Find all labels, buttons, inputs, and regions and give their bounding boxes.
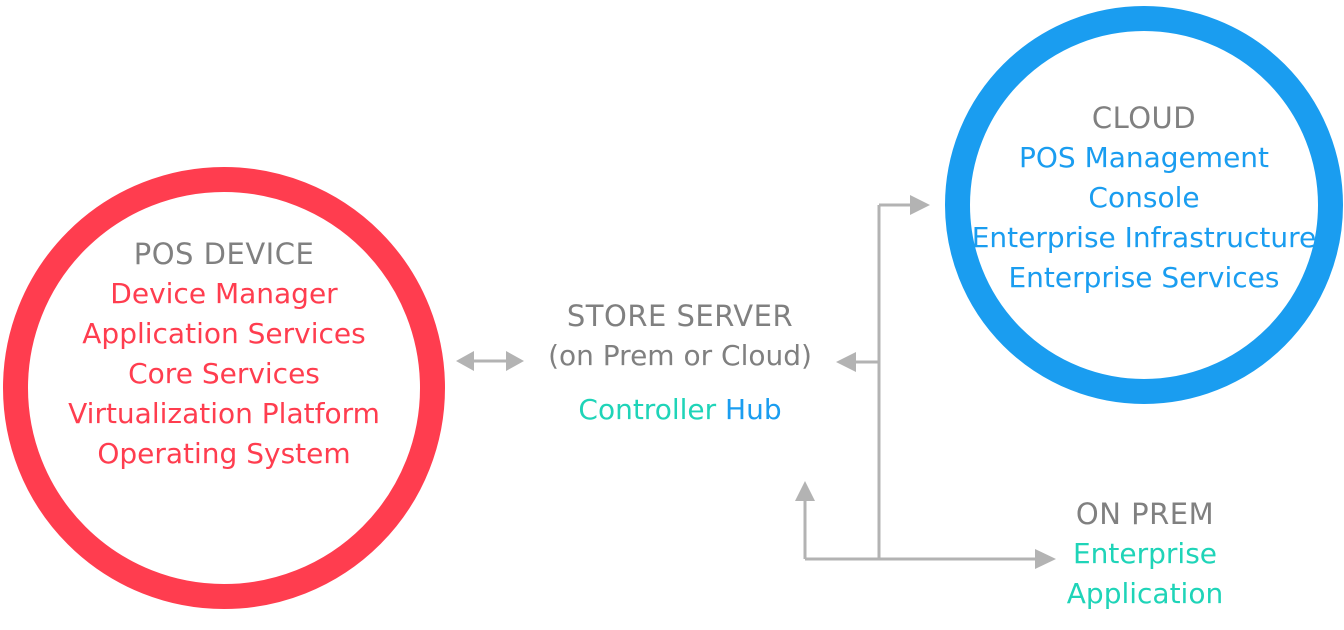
on-prem-line: Enterprise — [1072, 537, 1218, 570]
arrowhead-onprem-icon — [1035, 549, 1056, 569]
store-server-block: STORE SERVER (on Prem or Cloud) Controll… — [480, 296, 880, 430]
on-prem-heading: ON PREM — [1075, 497, 1215, 531]
on-prem-block: ON PREM Enterprise Application — [1000, 494, 1290, 614]
cloud-line: Console — [1088, 181, 1200, 214]
pos-device-line: Device Manager — [110, 277, 338, 310]
arrowhead-pos-icon — [456, 351, 474, 371]
arrowhead-up-icon — [795, 481, 815, 501]
controller-word: Controller — [578, 393, 717, 426]
cloud-block: CLOUD POS Management Console Enterprise … — [944, 98, 1344, 298]
store-server-heading: STORE SERVER — [566, 299, 794, 333]
cloud-line: POS Management — [1018, 141, 1270, 174]
store-server-subheading: (on Prem or Cloud) — [548, 339, 812, 372]
controller-hub-label: Controller Hub — [480, 390, 880, 430]
hub-word: Hub — [725, 393, 782, 426]
pos-device-heading: POS DEVICE — [133, 237, 315, 271]
cloud-line: Enterprise Services — [1008, 261, 1280, 294]
cloud-heading: CLOUD — [1091, 101, 1197, 135]
pos-device-block: POS DEVICE Device Manager Application Se… — [24, 234, 424, 474]
pos-device-line: Core Services — [128, 357, 320, 390]
arrowhead-store-left-icon — [506, 351, 524, 371]
arrowhead-store-server-icon — [836, 352, 856, 372]
cloud-line: Enterprise Infrastructure — [971, 221, 1317, 254]
pos-device-line: Operating System — [97, 437, 351, 470]
pos-device-line: Application Services — [82, 317, 366, 350]
pos-device-line: Virtualization Platform — [68, 397, 380, 430]
arrowhead-cloud-icon — [910, 195, 930, 215]
on-prem-line: Application — [1066, 577, 1224, 610]
